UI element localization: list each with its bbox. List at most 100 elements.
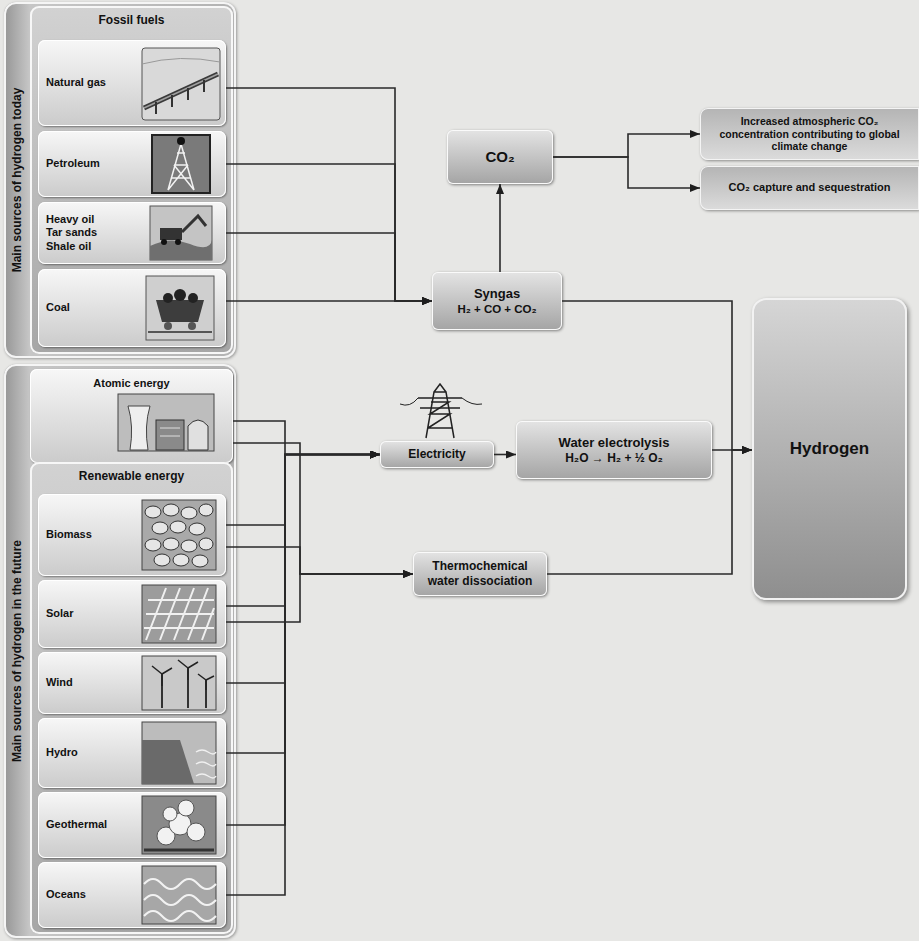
flow-arrow [226,455,380,526]
biomass-icon [145,539,161,551]
source-box: Petroleum [38,131,226,197]
flow-arrow [494,454,516,456]
geothermal-icon [163,807,177,821]
process-box: Water electrolysisH₂O → H₂ + ½ O₂ [516,421,712,479]
hydro-dam-icon [142,740,194,784]
product-label: Hydrogen [790,439,869,460]
flow-arrow [226,164,432,301]
category-heading: Fossil fuels [30,6,233,27]
pipeline-icon [142,48,220,120]
flow-arrow [553,157,700,188]
flow-arrow [226,574,413,622]
geothermal-icon [157,827,175,845]
source-label: Oceans [46,888,86,901]
hydro-dam-icon [196,750,216,778]
tar-sands-icon [182,216,206,232]
panel-heading: Main sources of hydrogen today [10,88,24,273]
pipeline-icon [142,48,220,120]
coal-mine-icon [148,331,212,333]
tar-sands-icon [161,239,167,245]
coal-mine-icon [188,322,196,330]
outcome-box: CO₂ capture and sequestration [700,166,919,210]
source-panel: Main sources of hydrogen today Fossil fue… [4,2,236,358]
power-pylon-icon [400,398,482,405]
ocean-wave-icon [142,866,216,924]
biomass-icon [199,504,213,516]
source-box: Geothermal [38,792,226,858]
biomass-icon [199,538,213,550]
nuclear-plant-icon [156,420,184,450]
wind-turbine-icon [142,656,216,710]
tar-sands-icon [150,206,212,260]
source-label: Solar [46,607,74,620]
tar-sands-icon [150,240,212,260]
ocean-wave-icon [142,866,216,924]
process-label: Thermochemical water dissociation [420,559,540,588]
coal-mine-icon [163,293,173,303]
flow-arrow [233,443,413,574]
solar-panel-icon [144,588,214,640]
geothermal-icon [157,800,205,845]
power-pylon-icon [426,384,454,438]
solar-panel-icon [142,585,216,643]
hydro-dam-icon [142,722,216,784]
source-label: Natural gas [46,76,106,89]
geothermal-icon [142,796,216,854]
process-box: CO₂ [447,130,553,184]
coal-mine-icon [146,276,214,340]
flow-arrow [226,455,380,826]
pipeline-icon [144,74,218,108]
ocean-wave-icon [144,879,216,921]
geothermal-icon [178,800,194,816]
source-label: Geothermal [46,818,107,831]
nuclear-plant-icon [128,406,150,450]
flow-arrow [547,450,752,574]
coal-mine-icon [174,289,186,301]
biomass-icon [189,523,205,535]
panel-heading: Main sources of hydrogen in the future [10,540,24,762]
power-pylon-icon [400,384,482,438]
geothermal-icon [144,849,214,852]
flow-arrow [562,301,752,450]
pipeline-icon [142,58,220,64]
source-box: Atomic energy [30,369,233,463]
nuclear-plant-icon [160,428,180,436]
flow-arrow [712,449,752,451]
nuclear-plant-icon [118,394,214,451]
tar-sands-icon [160,228,182,240]
source-label: Heavy oil Tar sands Shale oil [46,213,108,253]
source-box: Coal [38,269,226,347]
flow-arrow [226,300,432,302]
flow-arrow [226,455,380,754]
coal-mine-icon [164,322,172,330]
biomass-icon [145,506,161,518]
pipeline-icon [144,74,218,108]
wind-turbine-icon [142,656,216,710]
power-pylon-icon [418,398,462,408]
flow-arrow [226,455,380,896]
hydro-dam-icon [142,722,216,784]
source-label: Petroleum [46,157,100,170]
source-label: Atomic energy [93,377,169,389]
oil-derrick-icon [168,144,194,190]
biomass-icon [173,554,189,566]
biomass-icon [142,500,216,570]
biomass-icon [152,522,168,534]
nuclear-plant-icon [188,420,208,450]
nuclear-plant-icon [118,394,214,451]
geothermal-icon [142,796,216,854]
flow-arrow [553,134,700,157]
biomass-icon [181,540,197,552]
process-label: Water electrolysis [559,435,670,451]
outcome-label: Increased atmospheric CO₂ concentration … [707,115,912,153]
biomass-icon [145,504,213,567]
oil-derrick-icon [152,135,210,193]
flow-arrow [226,455,380,684]
source-panel: Main sources of hydrogen in the future At… [4,364,236,938]
coal-mine-icon [156,300,204,322]
source-box: Solar [38,580,226,648]
oil-derrick-icon [177,137,185,145]
source-label: Wind [46,676,73,689]
process-box: Thermochemical water dissociation [413,552,547,596]
